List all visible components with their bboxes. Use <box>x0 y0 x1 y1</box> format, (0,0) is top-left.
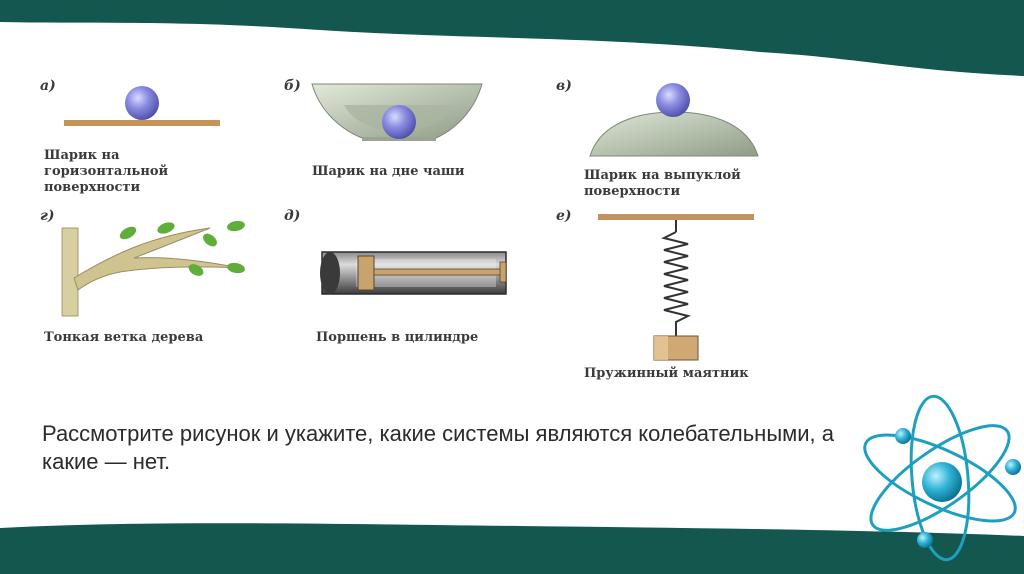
figure-f-letter: е) <box>556 208 572 224</box>
ball <box>125 86 159 120</box>
figure-f-spring-pendulum <box>598 214 754 361</box>
piston <box>357 255 375 291</box>
leaf <box>227 262 245 274</box>
figure-a-caption: Шарик на горизонтальной поверхности <box>44 148 169 195</box>
figure-d-caption: Тонкая ветка дерева <box>44 330 204 345</box>
atom-electron <box>917 532 933 548</box>
figure-e-letter: д) <box>284 208 301 224</box>
figure-e-caption: Поршень в цилиндре <box>316 330 479 345</box>
bottom-band <box>0 523 1024 574</box>
leaf <box>157 222 175 234</box>
branch <box>73 227 241 291</box>
dome <box>589 111 759 157</box>
figure-b-caption: Шарик на дне чаши <box>312 164 465 179</box>
figure-c-caption: Шарик на выпуклой поверхности <box>584 168 741 199</box>
figure-b-ball-in-bowl <box>311 83 483 141</box>
figure-c-ball-on-convex-surface <box>589 83 759 157</box>
figure-e-piston-in-cylinder <box>320 251 507 295</box>
leaf <box>203 233 217 247</box>
question-text: Рассмотрите рисунок и укажите, какие сис… <box>42 421 835 474</box>
atom-electron <box>1005 459 1021 475</box>
figure-b-letter: б) <box>284 78 301 94</box>
figure-a-letter: а) <box>40 78 56 94</box>
ball <box>656 83 690 117</box>
figure-a-ball-on-horizontal-surface <box>64 86 220 126</box>
atom-electron <box>895 428 911 444</box>
ball <box>382 105 416 139</box>
atom-icon <box>863 394 1021 562</box>
tree-trunk <box>61 227 79 317</box>
figure-d-letter: г) <box>40 208 55 224</box>
leaf <box>188 264 204 276</box>
top-band <box>0 0 1024 76</box>
leaf <box>227 220 245 232</box>
figure-d-tree-branch <box>61 220 245 317</box>
piston-rod <box>373 268 503 276</box>
support-bar <box>598 214 754 220</box>
atom-nucleus <box>922 462 962 502</box>
horizontal-surface <box>64 120 220 126</box>
spring <box>661 231 691 336</box>
figure-f-caption: Пружинный маятник <box>584 366 749 381</box>
leaf <box>119 226 137 240</box>
figure-c-letter: в) <box>556 78 572 94</box>
